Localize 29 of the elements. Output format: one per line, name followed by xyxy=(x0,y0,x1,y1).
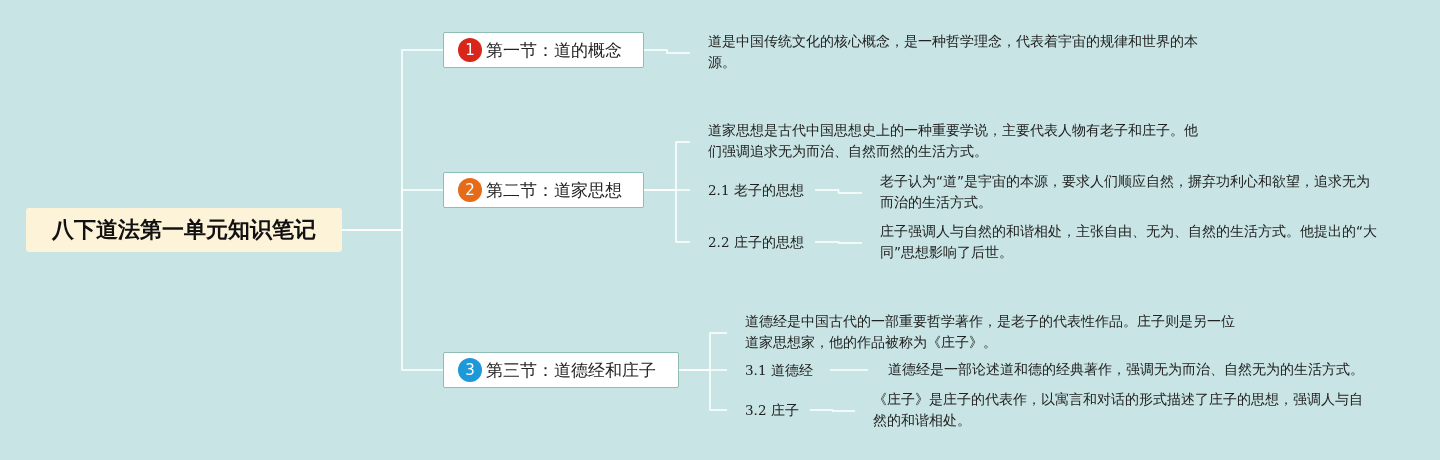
branch-line xyxy=(643,49,691,54)
note-text: 道德经是一部论述道和德的经典著作，强调无为而治、自然无为的生活方式。 xyxy=(868,359,1368,381)
note-text: 庄子强调人与自然的和谐相处，主张自由、无为、自然的生活方式。他提出的“大同”思想影响了后世。 xyxy=(862,221,1382,265)
section-box xyxy=(443,172,644,208)
subtopic-label: 3.1 道德经 xyxy=(727,359,830,381)
branch-line xyxy=(678,369,728,411)
branch-line xyxy=(829,369,869,371)
section-box xyxy=(443,32,644,68)
note-text: 老子认为“道”是宇宙的本源，要求人们顺应自然，摒弃功利心和欲望，追求无为而治的生活方式。 xyxy=(862,171,1382,215)
branch-line xyxy=(643,189,691,243)
section-title: 第三节：道德经和庄子 xyxy=(486,358,656,382)
note-text: 《庄子》是庄子的代表作，以寓言和对话的形式描述了庄子的思想，强调人与自然的和谐相处。 xyxy=(855,389,1375,433)
section-title: 第二节：道家思想 xyxy=(486,178,622,202)
branch-line xyxy=(814,189,863,194)
number-badge: 1 xyxy=(458,38,482,62)
number-badge: 3 xyxy=(458,358,482,382)
section-title: 第一节：道的概念 xyxy=(486,38,622,62)
subtopic-label: 2.1 老子的思想 xyxy=(690,179,815,201)
section-box xyxy=(443,352,679,388)
number-badge: 2 xyxy=(458,178,482,202)
branch-line xyxy=(809,409,856,412)
branch-line xyxy=(814,241,863,244)
note-text: 道德经是中国古代的一部重要哲学著作，是老子的代表性作品。庄子则是另一位道家思想家，他的作品被称为《庄子》。 xyxy=(727,311,1247,355)
subtopic-label: 2.2 庄子的思想 xyxy=(690,231,815,253)
note-text: 道家思想是古代中国思想史上的一种重要学说，主要代表人物有老子和庄子。他们强调追求无为而治、自然而然的生活方式。 xyxy=(690,120,1210,164)
branch-line xyxy=(341,229,444,371)
subtopic-label: 3.2 庄子 xyxy=(727,399,810,421)
central-topic: 八下道法第一单元知识笔记 xyxy=(26,208,342,252)
note-text: 道是中国传统文化的核心概念，是一种哲学理念，代表着宇宙的规律和世界的本源。 xyxy=(690,31,1220,75)
